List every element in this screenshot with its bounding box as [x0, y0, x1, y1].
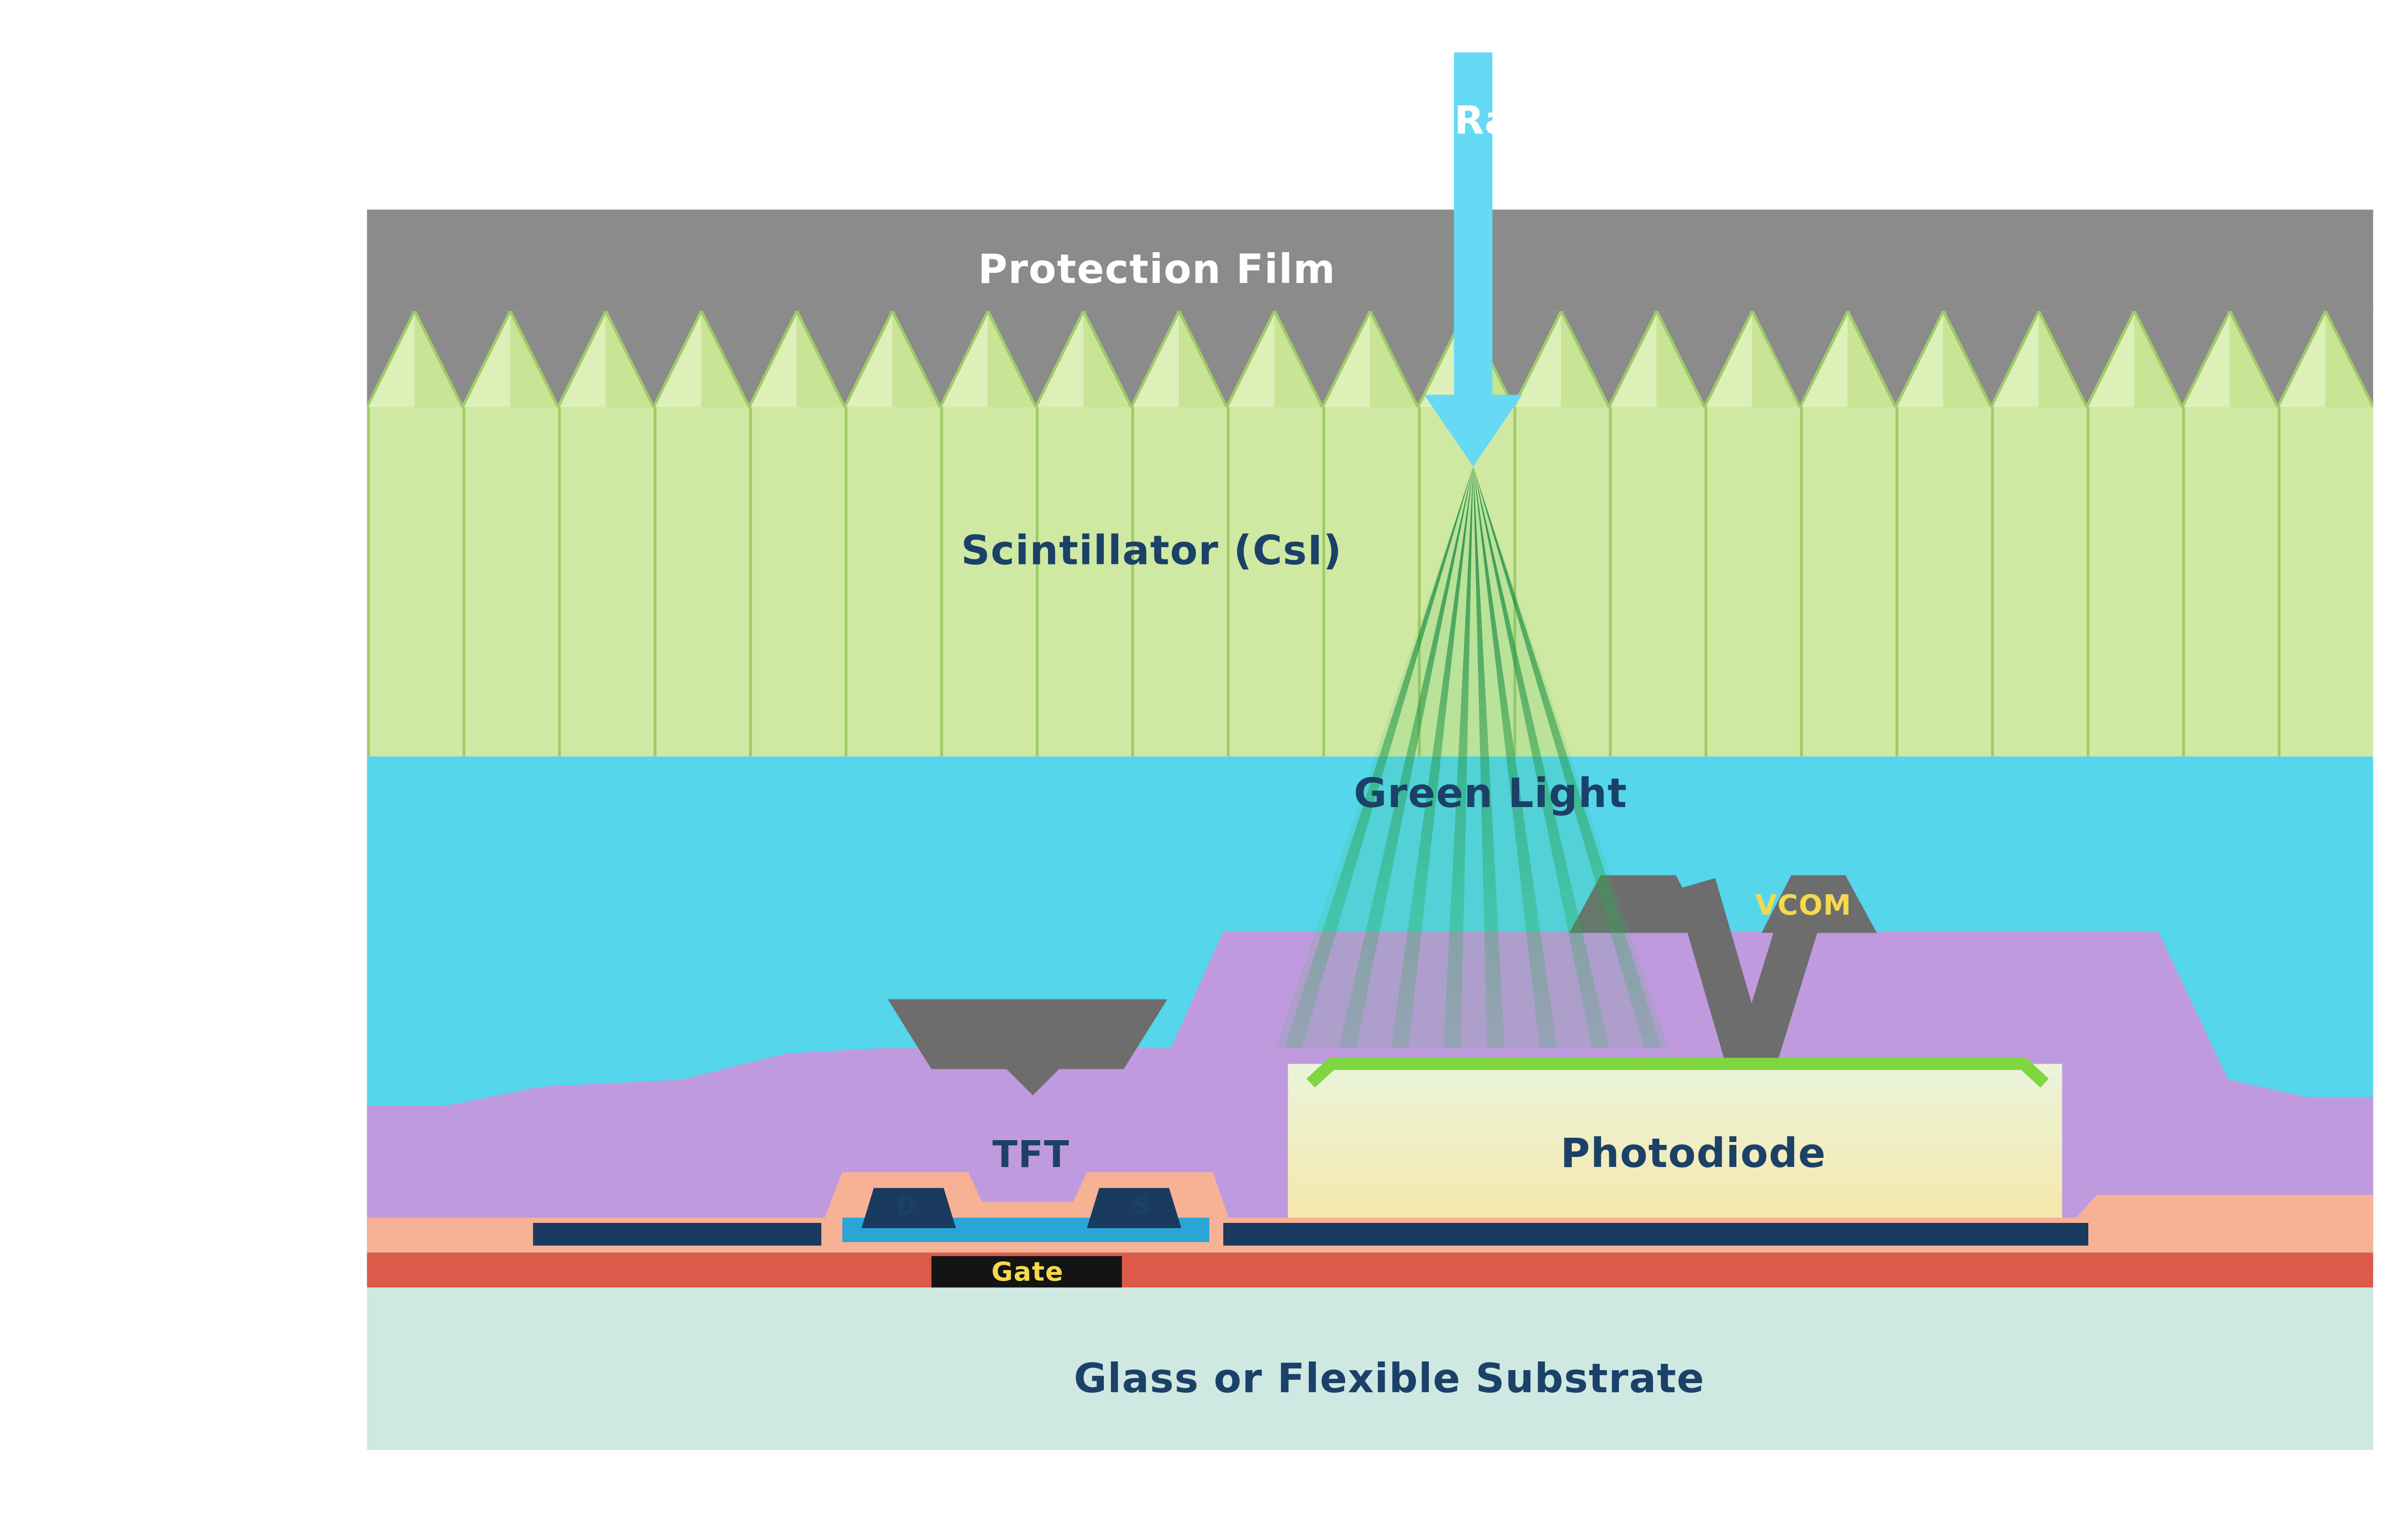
metal-pad: [888, 999, 1167, 1096]
drain-electrode: [861, 1188, 956, 1228]
scintillator-columns: [367, 311, 2373, 757]
source-electrode: [1087, 1188, 1181, 1228]
photodiode-pin-layer: [1306, 1058, 2049, 1088]
xray-arrow: [1424, 52, 1522, 467]
photodiode-body: [1288, 1064, 2062, 1223]
gate-insulator-layer: [367, 1252, 2373, 1288]
gate-metal: [931, 1256, 1122, 1288]
metal-line-left: [533, 1223, 822, 1246]
substrate-layer: [367, 1287, 2373, 1450]
metal-line-right: [1223, 1223, 2088, 1246]
